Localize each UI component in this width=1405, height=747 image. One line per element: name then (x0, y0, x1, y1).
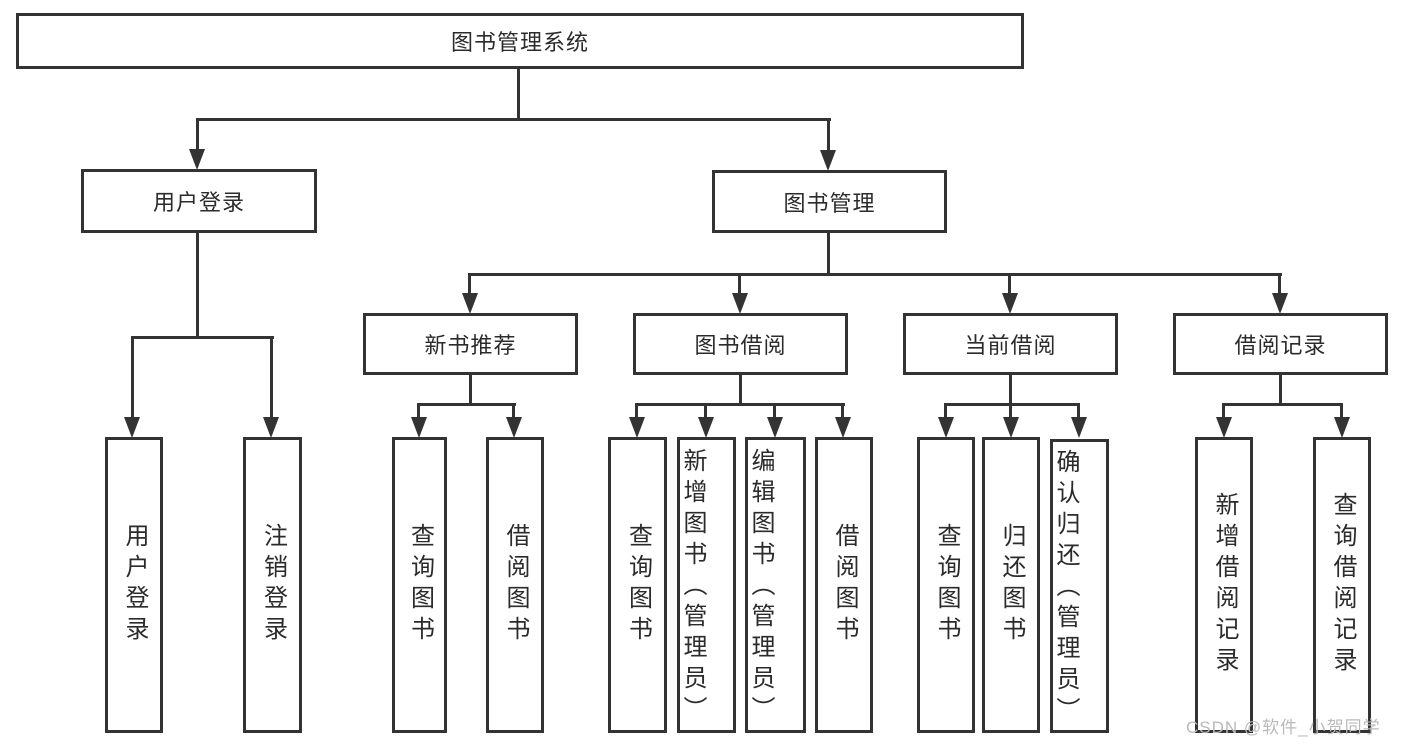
node-borrow-records: 借阅记录 (1173, 313, 1388, 375)
node-add-book-admin: 新增图书（管理员） (677, 437, 736, 733)
arrowhead-down (835, 417, 851, 438)
connector-line (841, 403, 844, 419)
connector-line (944, 403, 1080, 406)
node-label: 图书管理 (783, 190, 876, 216)
node-book-borrowing: 图书借阅 (633, 313, 848, 375)
arrowhead-down (1071, 417, 1087, 438)
arrowhead-down (629, 417, 645, 438)
connector-line (517, 69, 520, 120)
node-library-management-system: 图书管理系统 (16, 13, 1024, 69)
connector-line (196, 233, 199, 338)
node-label: 查询图书 (406, 523, 434, 647)
node-label: 新书推荐 (424, 333, 517, 358)
node-user-login-branch: 用户登录 (81, 169, 317, 233)
arrowhead-down (189, 149, 205, 170)
node-label: 用户登录 (121, 523, 148, 647)
connector-line (131, 336, 134, 419)
node-confirm-return-admin: 确认归还（管理员） (1050, 439, 1109, 733)
node-label: 编辑图书（管理员） (747, 448, 774, 727)
node-book-management-branch: 图书管理 (712, 170, 947, 233)
node-edit-book-admin: 编辑图书（管理员） (745, 437, 806, 733)
connector-line (417, 403, 516, 406)
connector-line (827, 118, 830, 152)
node-query-books: 查询图书 (608, 437, 667, 733)
node-borrow-books: 借阅图书 (815, 437, 873, 733)
node-label: 查询图书 (624, 523, 652, 647)
node-label: 新增图书（管理员） (679, 448, 706, 727)
connector-line (1077, 403, 1080, 419)
arrowhead-down (263, 417, 279, 438)
arrowhead-down (698, 417, 714, 438)
connector-line (773, 403, 776, 419)
connector-line (469, 375, 472, 405)
connector-line (944, 403, 947, 419)
connector-line (417, 403, 420, 419)
arrowhead-down (1002, 293, 1018, 314)
node-query-books: 查询图书 (917, 437, 975, 733)
node-label: 借阅图书 (502, 523, 529, 647)
arrowhead-down (1334, 417, 1350, 438)
connector-line (827, 233, 830, 275)
connector-line (1009, 403, 1012, 419)
node-label: 图书借阅 (694, 333, 787, 358)
arrowhead-down (1216, 417, 1232, 438)
node-query-borrow-record: 查询借阅记录 (1313, 437, 1371, 733)
connector-line (196, 118, 199, 151)
arrowhead-down (938, 417, 954, 438)
connector-line (704, 403, 707, 419)
node-add-borrow-record: 新增借阅记录 (1195, 437, 1253, 733)
node-logout-leaf: 注销登录 (243, 437, 302, 733)
connector-line (1278, 273, 1281, 295)
node-label: 归还图书 (998, 523, 1025, 647)
connector-line (1008, 273, 1011, 295)
connector-line (270, 336, 273, 419)
connector-line (738, 273, 741, 295)
node-label: 借阅记录 (1234, 333, 1327, 358)
arrowhead-down (411, 417, 427, 438)
arrowhead-down (820, 150, 836, 171)
node-user-login-leaf: 用户登录 (105, 437, 163, 733)
connector-line (1340, 403, 1343, 419)
node-new-book-recommend: 新书推荐 (363, 313, 578, 375)
node-label: 用户登录 (152, 190, 245, 215)
connector-line (739, 375, 742, 405)
csdn-watermark: CSDN @软件_小贺同学 (1186, 718, 1381, 737)
connector-line (468, 273, 471, 295)
node-label: 新增借阅记录 (1211, 492, 1238, 678)
node-current-borrowing: 当前借阅 (903, 313, 1118, 375)
connector-line (1222, 403, 1343, 406)
connector-line (468, 273, 1282, 276)
arrowhead-down (767, 417, 783, 438)
node-label: 注销登录 (259, 523, 287, 647)
node-label: 借阅图书 (831, 523, 858, 647)
node-return-books: 归还图书 (982, 437, 1040, 733)
node-label: 图书管理系统 (450, 30, 589, 55)
arrowhead-down (462, 293, 478, 314)
connector-line (1009, 375, 1012, 405)
connector-line (512, 403, 515, 419)
connector-line (1222, 403, 1225, 419)
connector-line (636, 403, 845, 406)
node-label: 查询借阅记录 (1329, 492, 1356, 678)
node-borrow-books: 借阅图书 (486, 437, 544, 733)
node-label: 当前借阅 (964, 333, 1057, 358)
arrowhead-down (732, 293, 748, 314)
node-query-books: 查询图书 (392, 437, 447, 733)
connector-line (131, 336, 274, 339)
connector-line (1279, 375, 1282, 405)
node-label: 查询图书 (933, 523, 960, 647)
arrowhead-down (1272, 293, 1288, 314)
arrowhead-down (506, 417, 522, 438)
connector-line (196, 118, 831, 121)
arrowhead-down (1003, 417, 1019, 438)
arrowhead-down (124, 417, 140, 438)
node-label: 确认归还（管理员） (1052, 449, 1079, 728)
connector-line (635, 403, 638, 419)
